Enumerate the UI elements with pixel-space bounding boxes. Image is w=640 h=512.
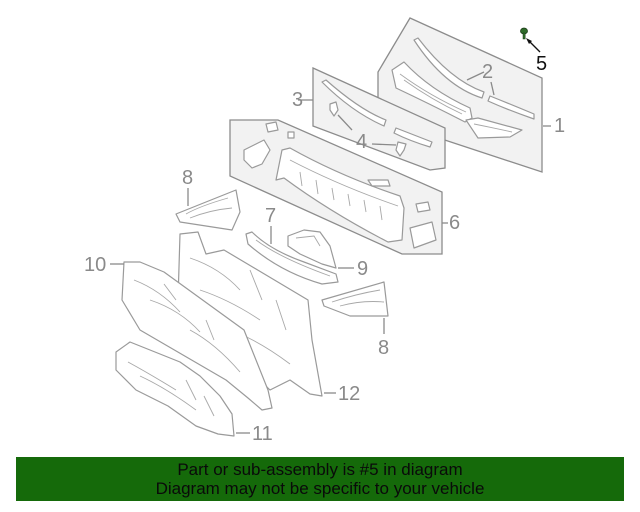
callout-2[interactable]: 2 <box>482 61 493 83</box>
side-panel-part-8a[interactable] <box>175 189 241 231</box>
weatherstrip-part-2b[interactable] <box>487 95 535 120</box>
callout-9[interactable]: 9 <box>357 258 368 280</box>
side-panel-part-8b[interactable] <box>321 281 389 317</box>
insulator-part-10[interactable] <box>121 261 273 411</box>
banner-line-2: Diagram may not be specific to your vehi… <box>155 479 485 498</box>
clip-part-4a[interactable] <box>329 101 339 117</box>
seal-part-3b[interactable] <box>393 127 433 148</box>
cowl-panel[interactable] <box>275 147 405 243</box>
callout-12[interactable]: 12 <box>338 383 360 405</box>
callout-6[interactable]: 6 <box>449 212 460 234</box>
callout-8-upper[interactable]: 8 <box>182 167 193 189</box>
info-banner: Part or sub-assembly is #5 in diagram Di… <box>16 457 624 501</box>
callout-3[interactable]: 3 <box>292 89 303 111</box>
callout-5[interactable]: 5 <box>536 53 547 75</box>
clip-part-4b[interactable] <box>395 141 407 157</box>
callout-1[interactable]: 1 <box>554 115 565 137</box>
callout-8-lower[interactable]: 8 <box>378 337 389 359</box>
weatherstrip-part-2a[interactable] <box>413 37 485 99</box>
callout-10[interactable]: 10 <box>84 254 106 276</box>
brace-part-7[interactable] <box>245 231 339 285</box>
part-5-clip[interactable] <box>520 27 528 40</box>
seal-part-3[interactable] <box>321 79 387 127</box>
louver-left[interactable] <box>391 61 473 123</box>
callout-11[interactable]: 11 <box>252 423 273 445</box>
callout-4[interactable]: 4 <box>356 131 367 153</box>
cowl-bracket-left[interactable] <box>243 139 271 169</box>
cowl-bracket-right[interactable] <box>409 221 437 249</box>
banner-line-1: Part or sub-assembly is #5 in diagram <box>177 460 463 479</box>
callout-7[interactable]: 7 <box>265 205 276 227</box>
reinforcement-part-9[interactable] <box>287 229 337 269</box>
